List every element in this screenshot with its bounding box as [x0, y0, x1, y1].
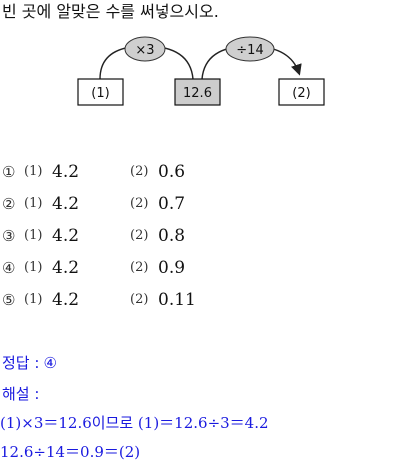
op-multiply: ×3	[124, 36, 166, 62]
option-5-number: ⑤	[2, 291, 16, 309]
explanation-line-2: 12.6÷14＝0.9＝(2)	[0, 443, 141, 461]
option-5-part1-label: (1)	[24, 292, 43, 307]
option-5-part1-value: 4.2	[52, 290, 80, 310]
option-4-part2-label: (2)	[130, 260, 149, 275]
box-3: (2)	[278, 78, 325, 106]
box-2: 12.6	[174, 78, 221, 106]
option-3-part1-label: (1)	[24, 228, 43, 243]
op-divide: ÷14	[225, 36, 275, 62]
answer-label: 정답 :	[2, 354, 40, 372]
option-1-number: ①	[2, 163, 16, 181]
explanation-line-1: (1)×3＝12.6이므로 (1)＝12.6÷3＝4.2	[0, 414, 269, 432]
option-3-number: ③	[2, 227, 16, 245]
box-3-label: (2)	[292, 86, 310, 101]
option-2-part1-value: 4.2	[52, 194, 80, 214]
option-1-part1-label: (1)	[24, 164, 43, 179]
box-1-label: (1)	[91, 86, 109, 101]
option-2-part2-label: (2)	[130, 196, 149, 211]
option-3-part2-label: (2)	[130, 228, 149, 243]
option-4-part1-value: 4.2	[52, 258, 80, 278]
option-2-number: ②	[2, 195, 16, 213]
op-multiply-label: ×3	[135, 43, 154, 58]
option-2-part2-value: 0.7	[158, 194, 186, 214]
option-5-part2-value: 0.11	[158, 290, 196, 310]
answer-value: ④	[43, 354, 57, 372]
box-2-label: 12.6	[183, 86, 212, 101]
option-4-part2-value: 0.9	[158, 258, 186, 278]
box-1: (1)	[77, 78, 124, 106]
explanation-label: 해설 :	[2, 385, 40, 403]
option-1-part2-value: 0.6	[158, 162, 186, 182]
option-5-part2-label: (2)	[130, 292, 149, 307]
question-text: 빈 곳에 알맞은 수를 써넣으시오.	[2, 2, 219, 21]
answer-line: 정답 :④	[2, 352, 57, 373]
option-4-number: ④	[2, 259, 16, 277]
option-3-part2-value: 0.8	[158, 226, 186, 246]
operation-diagram: ×3 ÷14 (1) 12.6 (2)	[77, 36, 325, 106]
option-2-part1-label: (1)	[24, 196, 43, 211]
option-3-part1-value: 4.2	[52, 226, 80, 246]
op-divide-label: ÷14	[236, 43, 263, 58]
option-1-part2-label: (2)	[130, 164, 149, 179]
option-4-part1-label: (1)	[24, 260, 43, 275]
option-1-part1-value: 4.2	[52, 162, 80, 182]
